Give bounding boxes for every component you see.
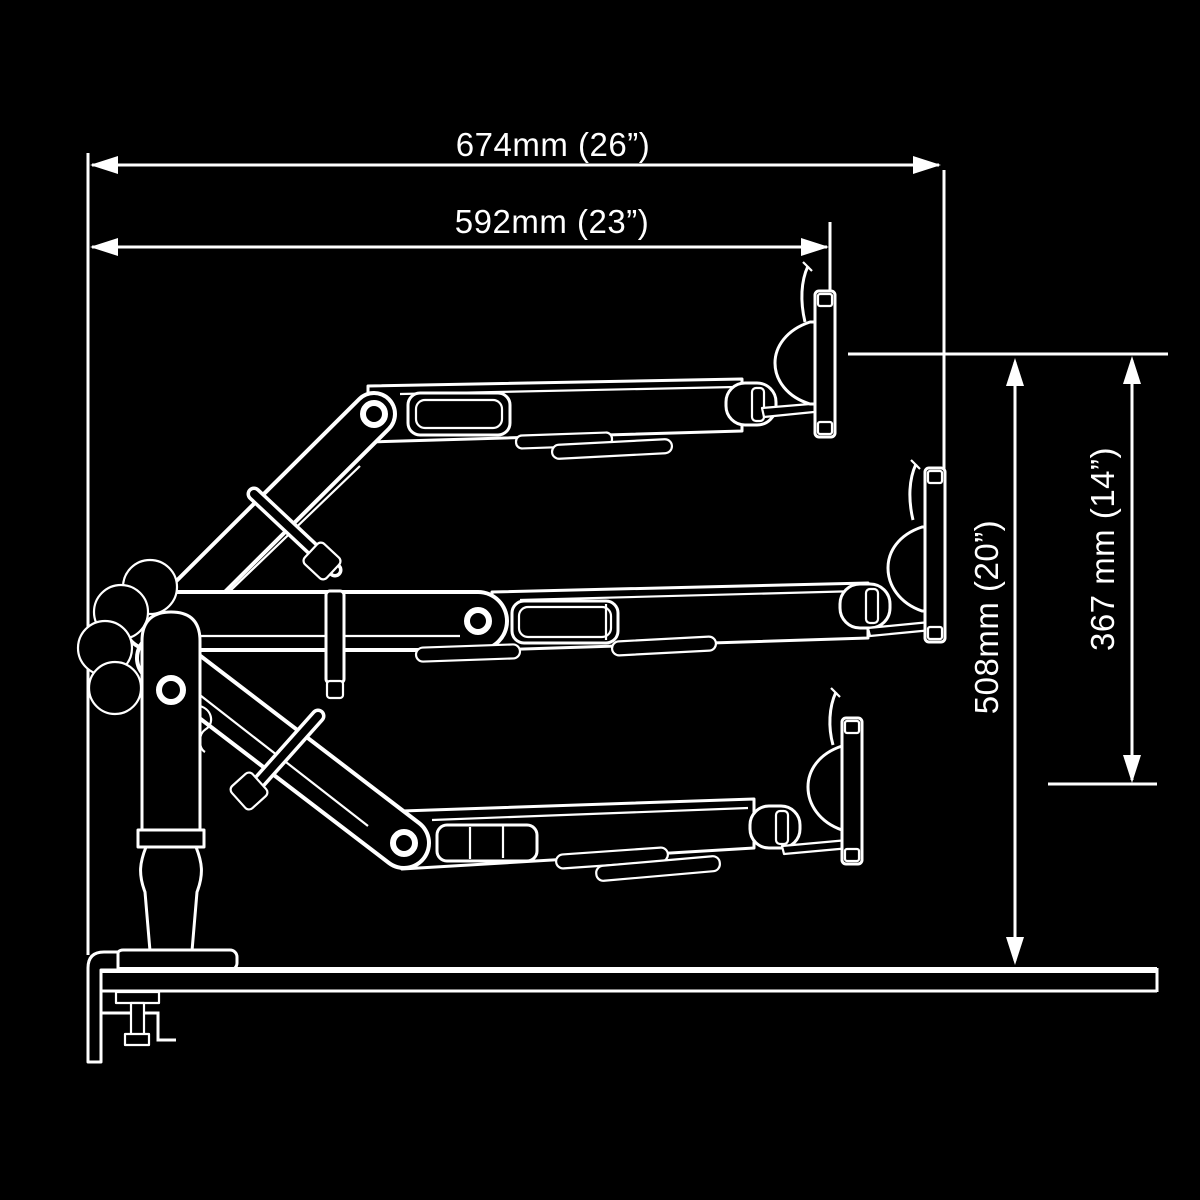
base-assembly [76, 558, 239, 972]
hanging-tab [324, 589, 346, 685]
arrowhead-left-icon [90, 156, 118, 174]
arrowhead-left-icon [90, 238, 118, 256]
quick-release-lever [800, 265, 810, 323]
forearm-middle-detail-line [519, 589, 861, 602]
dim-label-674: 674mm (26”) [456, 126, 650, 163]
cable-clip [610, 635, 718, 657]
wrist-clevis-pin [864, 587, 880, 625]
arrowhead-down-icon [1006, 937, 1024, 965]
arrowhead-down-icon [1123, 755, 1141, 783]
clamp-screw-foot [123, 1032, 151, 1047]
riser-post [140, 610, 202, 832]
cross-bar-bottom-fill [248, 712, 322, 794]
forearm-slot-inner [517, 605, 613, 639]
vesa-plate-bottom-tab [926, 625, 944, 641]
post-collar [136, 828, 206, 849]
wrist-clevis-pin [750, 386, 766, 423]
vesa-plate [813, 289, 837, 439]
dim-label-367: 367 mm (14”) [1084, 447, 1121, 651]
vesa-plate [923, 466, 947, 644]
arm-position-top [162, 261, 837, 625]
lever-tip [910, 459, 921, 470]
dim-367 [1123, 356, 1141, 783]
arrowhead-right-icon [913, 156, 941, 174]
post-lower-taper [139, 845, 203, 953]
lever-tip [802, 261, 813, 272]
cable-clip [414, 643, 522, 663]
dim-label-592: 592mm (23”) [455, 203, 649, 240]
quick-release-lever [828, 691, 838, 746]
post-pivot-hole [156, 675, 186, 705]
vesa-plate-top-tab [926, 469, 944, 485]
dim-674 [90, 156, 941, 174]
forearm-slot-inner [414, 398, 504, 430]
dim-label-508: 508mm (20”) [968, 520, 1005, 714]
clamp-screw-pad [114, 990, 161, 1005]
clamp-lower-arm [101, 1011, 176, 1042]
dim-592 [90, 238, 829, 256]
elbow-pivot-hole [390, 829, 418, 857]
cable-clip [595, 855, 721, 882]
quick-release-lever [908, 463, 918, 521]
tilt-dome [886, 525, 930, 613]
wrist-clevis-pin [774, 809, 790, 846]
desk-and-clamp [86, 950, 1159, 1064]
post-cable-hook [198, 704, 213, 753]
lever-tip [830, 687, 841, 698]
clamp-back-bracket [86, 950, 120, 1064]
elbow-pivot-hole [360, 400, 388, 428]
clamp-screw-shaft [129, 1001, 146, 1038]
cable-clip [550, 438, 674, 460]
dimension-lines [86, 153, 1168, 965]
cross-bar-end-cap [229, 771, 269, 811]
cross-bar-end-cap [302, 541, 342, 581]
arrowhead-up-icon [1123, 356, 1141, 384]
dim-508 [1006, 358, 1024, 965]
shoulder-joint-arc [87, 660, 143, 716]
forearm-bottom-detail-line [431, 806, 749, 822]
elbow-pivot-hole [464, 607, 492, 635]
dimension-labels: 674mm (26”) 592mm (23”) 508mm (20”) 367 … [455, 126, 1121, 714]
vesa-plate-bottom-tab [816, 420, 834, 436]
arm-position-bottom [135, 631, 864, 882]
vesa-plate-top-tab [816, 292, 834, 308]
forearm-slot [435, 823, 539, 863]
hanging-tab-foot [325, 679, 345, 700]
vesa-plate-top-tab [843, 719, 861, 735]
vesa-plate [840, 716, 864, 866]
arrowhead-up-icon [1006, 358, 1024, 386]
arm-position-middle [121, 459, 947, 700]
arrowhead-right-icon [801, 238, 829, 256]
tilt-dome [773, 320, 819, 406]
vesa-plate-bottom-tab [843, 847, 861, 863]
